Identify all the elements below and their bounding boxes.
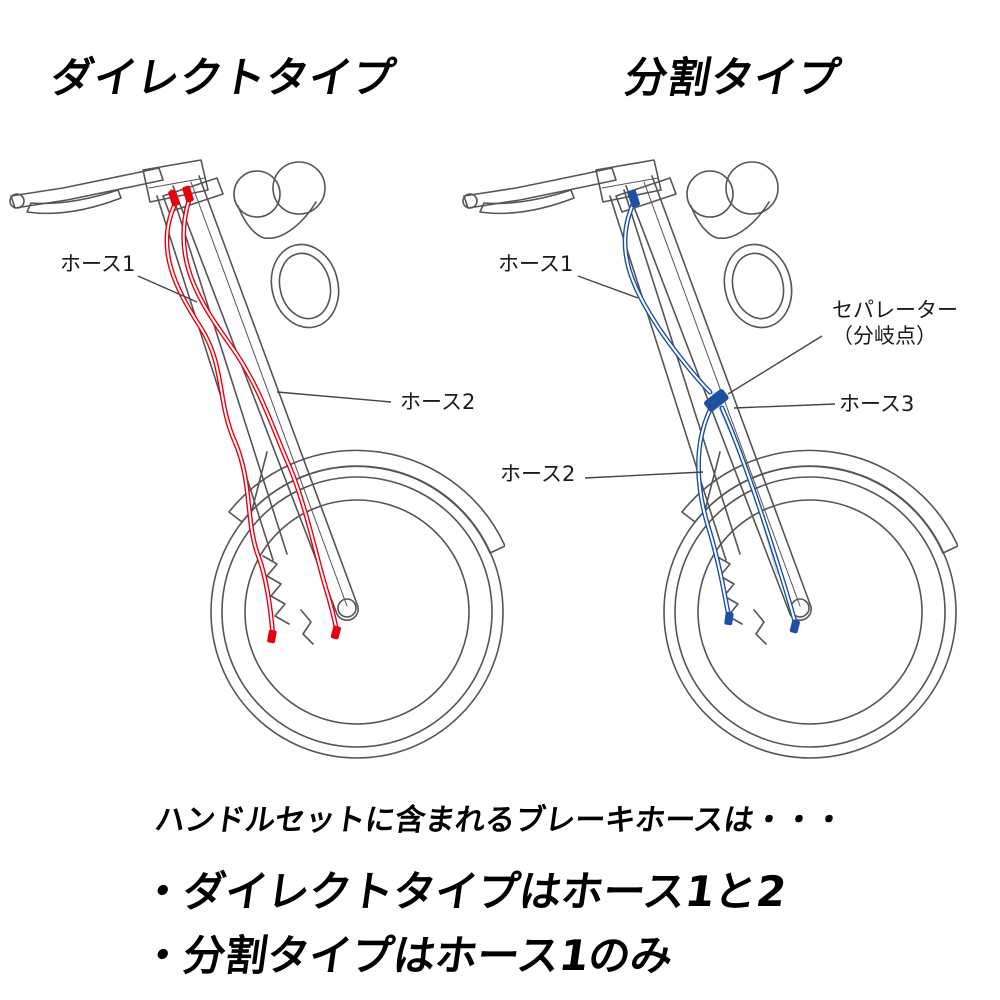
split-caliper-fitting-2: [789, 619, 800, 634]
direct-type-svg: [5, 140, 505, 790]
direct-hose1-highlight: [165, 203, 274, 637]
footer-intro-text: ハンドルセットに含まれるブレーキホースは・・・: [152, 803, 847, 838]
split-banjo: [627, 189, 641, 208]
split-hose3-highlight: [721, 407, 797, 627]
direct-type-diagram: ホース1 ホース2: [5, 140, 505, 790]
direct-hose1-path: [164, 201, 276, 639]
footer-bullet-split: ・分割タイプはホース1のみ: [138, 931, 677, 980]
leader-hose1: [137, 275, 198, 303]
direct-banjo-2: [182, 185, 194, 203]
footer-bullet-direct: ・ダイレクトタイプはホース1と2: [138, 867, 790, 916]
leader-hose1: [577, 275, 639, 299]
split-leader-lines: [577, 275, 836, 479]
leader-hose2: [276, 391, 392, 403]
direct-hoses: [164, 185, 341, 644]
title-split-type: 分割タイプ: [621, 53, 845, 102]
separator-block: [704, 389, 729, 412]
label-separator-line1: セパレーター: [832, 298, 958, 322]
leader-hose2: [584, 471, 704, 479]
split-hose1-highlight: [624, 201, 711, 393]
label-split-hose2: ホース2: [500, 462, 576, 486]
leader-hose3: [733, 403, 836, 409]
label-separator-line2: （分岐点）: [832, 324, 937, 348]
split-type-diagram: ホース1 セパレーター （分岐点） ホース3 ホース2: [458, 140, 958, 790]
direct-banjo-1: [168, 189, 180, 207]
split-hose2-highlight: [697, 409, 730, 619]
direct-hose2-highlight: [182, 199, 338, 633]
split-type-svg: [458, 140, 958, 790]
label-direct-hose1: ホース1: [60, 252, 136, 276]
split-hoses: [622, 189, 800, 634]
label-split-hose3: ホース3: [839, 392, 915, 416]
split-caliper-fitting-1: [724, 611, 734, 626]
direct-leader-lines: [137, 275, 392, 403]
leader-separator: [727, 335, 823, 395]
title-direct-type: ダイレクトタイプ: [47, 53, 400, 102]
label-direct-hose2: ホース2: [400, 390, 476, 414]
direct-caliper-fitting-1: [267, 629, 277, 644]
split-hose3-path: [719, 405, 799, 629]
direct-caliper-fitting-2: [330, 625, 341, 640]
label-split-hose1: ホース1: [498, 252, 574, 276]
